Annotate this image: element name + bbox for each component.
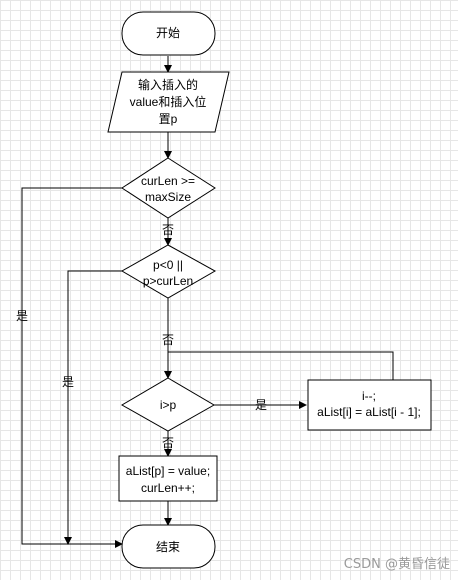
- input-label-2: value和插入位: [130, 94, 207, 109]
- edge-loop-back: [168, 351, 394, 380]
- assign-label-1: aList[p] = value;: [126, 464, 210, 478]
- check-pos-label-1: p<0 ||: [153, 258, 183, 272]
- edge-label-loop-yes: 是: [255, 398, 267, 412]
- input-parallelogram: [107, 71, 230, 133]
- start-label: 开始: [156, 26, 180, 40]
- check-full-decision: [121, 157, 216, 219]
- watermark: CSDN @黄昏信徒: [344, 557, 450, 572]
- end-label: 结束: [156, 540, 180, 554]
- assign-process: [118, 455, 218, 502]
- shift-label-2: aList[i] = aList[i - 1];: [317, 405, 421, 419]
- start-terminal: [121, 11, 216, 56]
- check-pos-label-2: p>curLen: [143, 274, 193, 288]
- edge-label-pos-no: 否: [162, 333, 174, 347]
- check-loop-label: i>p: [160, 398, 177, 412]
- check-loop-decision: [120, 377, 216, 432]
- edge-label-loop-no: 否: [162, 436, 174, 450]
- shift-process: [307, 379, 432, 431]
- edge-check-full-yes: [21, 187, 123, 548]
- edge-check-pos-yes: [64, 270, 122, 545]
- check-pos-decision: [120, 244, 217, 299]
- edge-label-full-yes: 是: [16, 309, 28, 323]
- end-terminal: [121, 524, 216, 569]
- check-full-label-2: maxSize: [145, 190, 191, 204]
- check-full-label-1: curLen >=: [141, 174, 195, 188]
- shift-label-1: i--;: [362, 389, 376, 403]
- assign-label-2: curLen++;: [141, 481, 195, 495]
- input-label-1: 输入插入的: [138, 77, 198, 92]
- edge-label-pos-yes: 是: [62, 375, 74, 389]
- input-label-3: 置p: [159, 112, 178, 126]
- edge-label-full-no: 否: [162, 223, 174, 237]
